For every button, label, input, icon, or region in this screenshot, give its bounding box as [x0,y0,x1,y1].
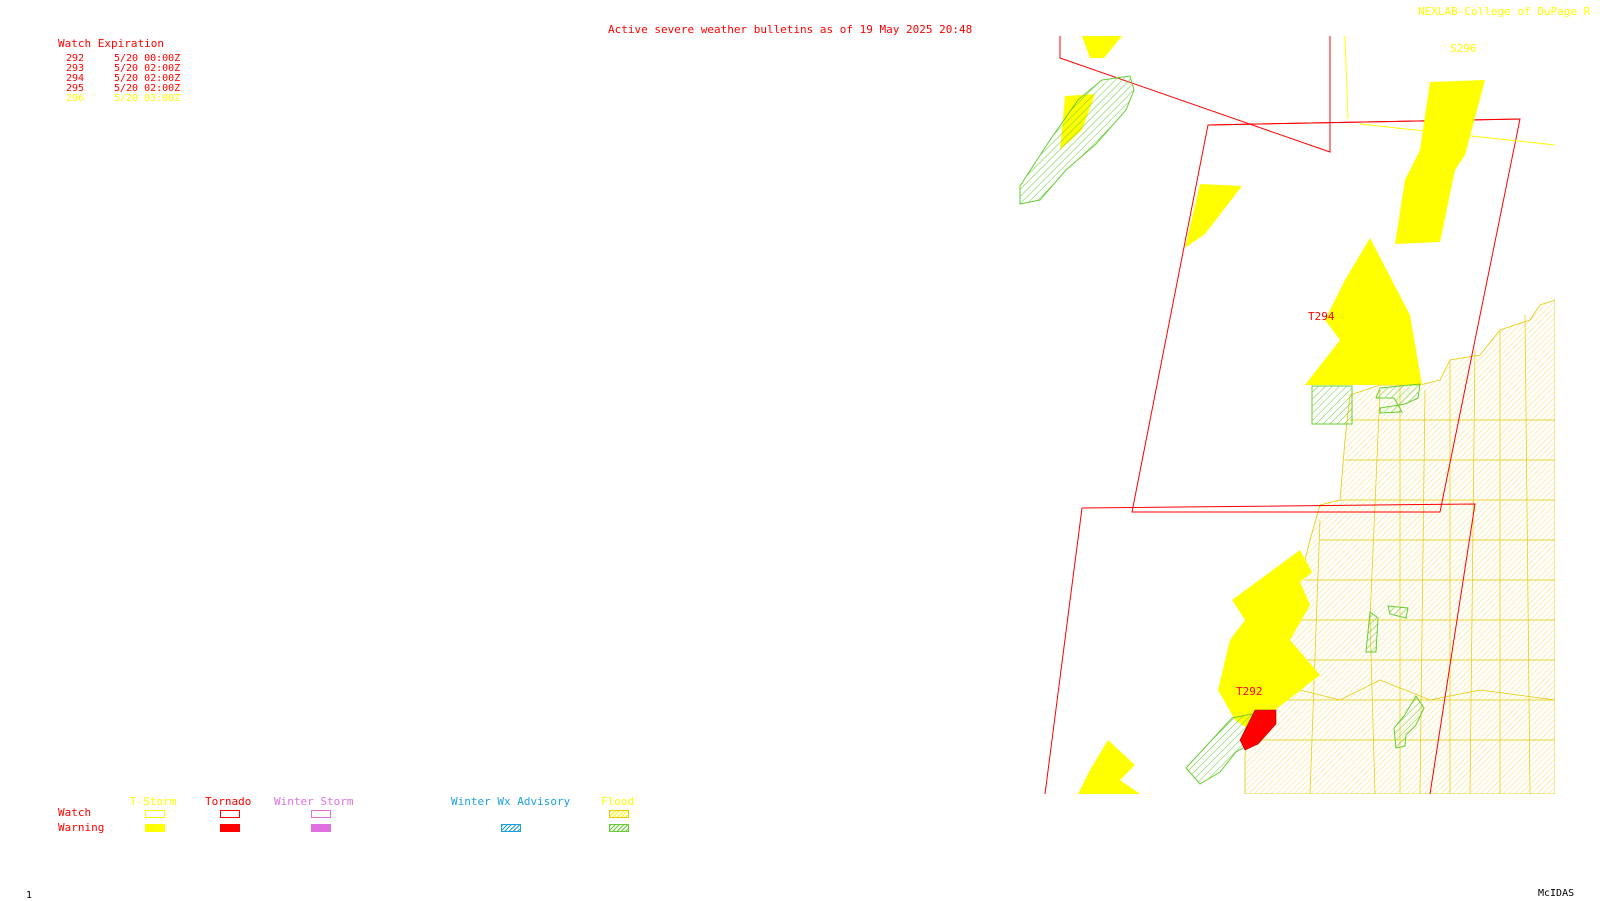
legend-row-warning: Warning [58,821,105,834]
watch-expiry: 5/20 02:00Z [114,83,181,94]
tornado-warning-swatch [220,824,240,832]
watch-label-t292: T292 [1236,685,1263,698]
legend-flood-label: Flood [601,795,635,808]
watch-id: 295 [66,83,85,94]
legend-winter-storm-label: Winter Storm [274,795,354,808]
tornado-watch-swatch [220,810,240,818]
legend-row-watch: Watch [58,806,92,819]
watch-expiry: 5/20 02:00Z [114,63,181,74]
legend-winter-adv-label: Winter Wx Advisory [451,795,571,808]
credit-label: NEXLAB-College of DuPage R [1418,5,1591,18]
watch-expiry: 5/20 00:00Z [114,53,181,64]
tstorm-warning-swatch [145,824,165,832]
flood-watch-area[interactable] [1244,299,1555,794]
watch-expiry: 5/20 02:00Z [114,73,181,84]
tornado-warning[interactable] [1239,709,1277,751]
watch-label-s296: S296 [1450,42,1477,55]
flood-warning-swatch [609,824,629,832]
watch-label-t294: T294 [1308,310,1335,323]
watch-id: 294 [66,73,85,84]
flood-watch-swatch [609,810,629,818]
legend-tornado-label: Tornado [205,795,252,808]
winter-storm-watch-swatch [311,810,331,818]
watch-expiry: 5/20 03:00Z [114,93,181,104]
watch-id: 296 [66,93,85,104]
expiration-heading: Watch Expiration [58,37,164,50]
tstorm-warnings[interactable] [1060,36,1485,794]
watch-id: 293 [66,63,85,74]
software-label: McIDAS [1538,888,1575,899]
bulletin-title: Active severe weather bulletins as of 19… [608,23,973,36]
frame-number: 1 [26,890,33,901]
tstorm-watch-swatch [145,810,165,818]
winter-storm-warning-swatch [311,824,331,832]
legend-tstorm-label: T-Storm [130,795,177,808]
winter-adv-swatch [501,824,521,832]
watch-id: 292 [66,53,85,64]
